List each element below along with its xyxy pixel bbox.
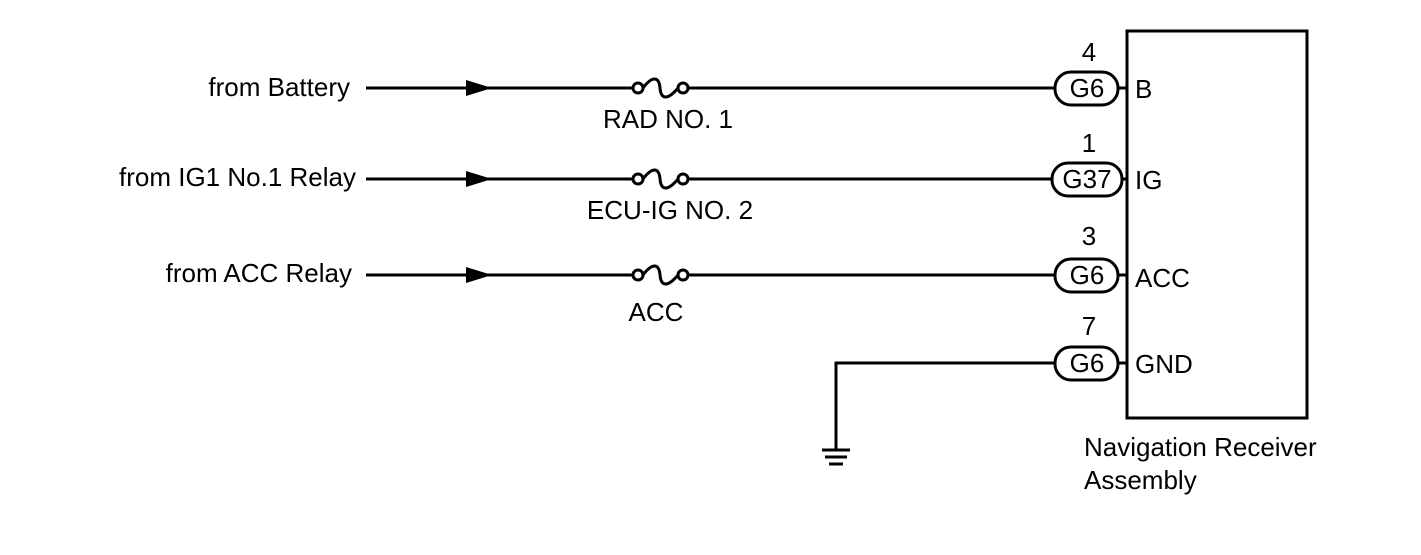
pin-number: 3 [1082,221,1096,251]
circuit-ground: G6 7 GND [822,311,1193,466]
fuse-icon [631,77,690,99]
arrow-icon [466,267,492,283]
source-label: from IG1 No.1 Relay [119,162,356,192]
pin-number: 4 [1082,37,1096,67]
source-label: from ACC Relay [166,258,352,288]
source-label: from Battery [208,72,350,102]
pin-number: 7 [1082,311,1096,341]
terminal-label: GND [1135,349,1193,379]
fuse-label: ECU-IG NO. 2 [587,195,753,225]
fuse-icon [631,168,690,190]
component-name-line2: Assembly [1084,465,1197,495]
circuit-ig1-relay: from IG1 No.1 Relay ECU-IG NO. 2 G37 1 I… [119,128,1162,225]
pin-number: 1 [1082,128,1096,158]
terminal-label: IG [1135,165,1162,195]
terminal-label: ACC [1135,263,1190,293]
fuse-icon [631,264,690,286]
ground-icon [822,448,850,466]
terminal-label: B [1135,74,1152,104]
connector-label: G37 [1062,164,1111,194]
component-name-line1: Navigation Receiver [1084,432,1317,462]
connector-label: G6 [1070,73,1105,103]
circuit-acc-relay: from ACC Relay ACC G6 3 ACC [166,221,1190,327]
arrow-icon [466,80,492,96]
fuse-label: RAD NO. 1 [603,104,733,134]
circuit-battery: from Battery RAD NO. 1 G6 4 B [208,37,1152,134]
connector-label: G6 [1070,260,1105,290]
connector-label: G6 [1070,348,1105,378]
arrow-icon [466,171,492,187]
fuse-label: ACC [629,297,684,327]
component-box [1125,29,1309,420]
